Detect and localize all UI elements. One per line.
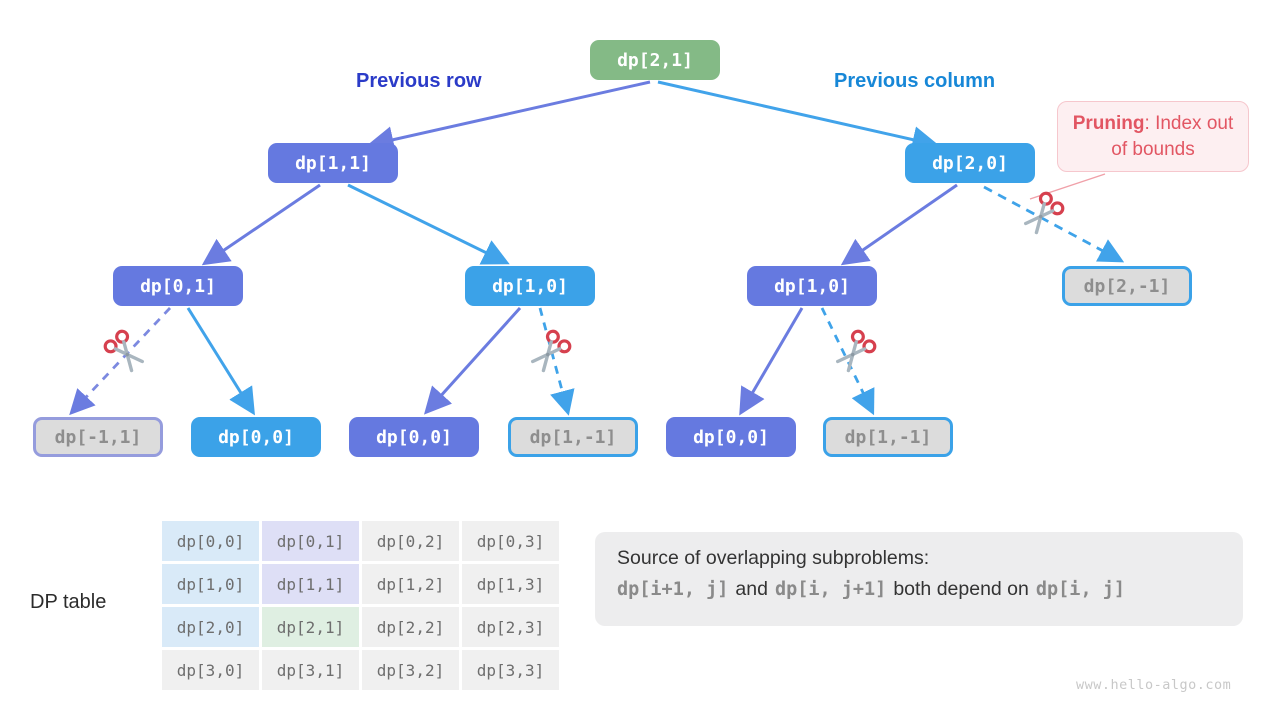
tree-node-dp-1-1: dp[1,1] (268, 143, 398, 183)
dp-table-cell: dp[3,2] (362, 650, 459, 690)
code-dp-i-j1: dp[i, j+1] (774, 579, 887, 600)
tree-node-dp-1-0-b: dp[1,0] (747, 266, 877, 306)
scissors-icon (526, 327, 574, 377)
scissors-icon (831, 327, 879, 377)
dp-table-cell: dp[1,1] (262, 564, 359, 604)
dp-table: dp[0,0] dp[0,1] dp[0,2] dp[0,3] dp[1,0] … (162, 521, 559, 690)
edge-dp11-to-dp01 (201, 183, 321, 266)
dp-table-cell: dp[3,3] (462, 650, 559, 690)
tree-node-dp-2-neg1-pruned: dp[2,-1] (1062, 266, 1192, 306)
edge-dp10-to-dp00 (423, 306, 522, 415)
scissors-icon (1019, 189, 1067, 239)
dp-table-cell: dp[1,0] (162, 564, 259, 604)
note-line1: Source of overlapping subproblems: (617, 547, 930, 569)
note-depend: both depend on (893, 578, 1029, 600)
dp-table-cell: dp[0,3] (462, 521, 559, 561)
edge-root-to-dp20 (657, 80, 940, 153)
previous-row-label: Previous row (356, 70, 482, 92)
note-and: and (735, 578, 768, 600)
dp-table-cell: dp[0,1] (262, 521, 359, 561)
tree-node-dp-1-neg1-pruned-b: dp[1,-1] (823, 417, 953, 457)
tree-node-root-dp-2-1: dp[2,1] (590, 40, 720, 80)
edge-dp10b-to-dp1m1-pruned (820, 307, 875, 416)
pruning-callout-rest: : Index out of bounds (1111, 113, 1234, 160)
edge-dp10-to-dp1m1-pruned (538, 307, 575, 416)
dp-table-cell: dp[2,3] (462, 607, 559, 647)
previous-column-label: Previous column (834, 70, 996, 92)
dp-table-cell: dp[2,0] (162, 607, 259, 647)
dp-table-cell-root: dp[2,1] (262, 607, 359, 647)
dp-table-cell: dp[0,0] (162, 521, 259, 561)
edge-root-to-dp11 (366, 80, 651, 153)
tree-node-dp-0-1: dp[0,1] (113, 266, 243, 306)
scissors-icon (101, 327, 149, 377)
dp-table-cell: dp[0,2] (362, 521, 459, 561)
watermark: www.hello-algo.com (1076, 677, 1232, 693)
overlapping-subproblems-note: Source of overlapping subproblems: dp[i+… (595, 532, 1243, 626)
code-dp-i-j: dp[i, j] (1035, 579, 1125, 600)
edge-dp01-to-dpm11-pruned (69, 307, 172, 416)
dp-table-caption: DP table (30, 591, 107, 613)
edge-dp11-to-dp10 (347, 183, 510, 265)
tree-node-dp-1-neg1-pruned-a: dp[1,-1] (508, 417, 638, 457)
pruning-callout: Pruning: Index out of bounds (1057, 101, 1249, 173)
tree-node-dp-neg1-1-pruned: dp[-1,1] (33, 417, 163, 457)
edge-dp01-to-dp00 (186, 307, 255, 416)
dp-table-cell: dp[1,2] (362, 564, 459, 604)
edge-dp10b-to-dp00 (739, 307, 804, 416)
dp-table-cell: dp[3,1] (262, 650, 359, 690)
pruning-callout-bold: Pruning (1072, 113, 1145, 134)
dp-table-cell: dp[2,2] (362, 607, 459, 647)
tree-node-dp-1-0: dp[1,0] (465, 266, 595, 306)
dp-table-cell: dp[3,0] (162, 650, 259, 690)
tree-node-dp-2-0: dp[2,0] (905, 143, 1035, 183)
tree-node-dp-0-0-a: dp[0,0] (191, 417, 321, 457)
note-line2: dp[i+1, j] and dp[i, j+1] both depend on… (617, 578, 1221, 601)
edge-dp20-to-dp10 (840, 183, 958, 266)
dp-table-cell: dp[1,3] (462, 564, 559, 604)
tree-node-dp-0-0-b: dp[0,0] (349, 417, 479, 457)
code-dp-i1-j: dp[i+1, j] (617, 579, 729, 600)
tree-node-dp-0-0-c: dp[0,0] (666, 417, 796, 457)
